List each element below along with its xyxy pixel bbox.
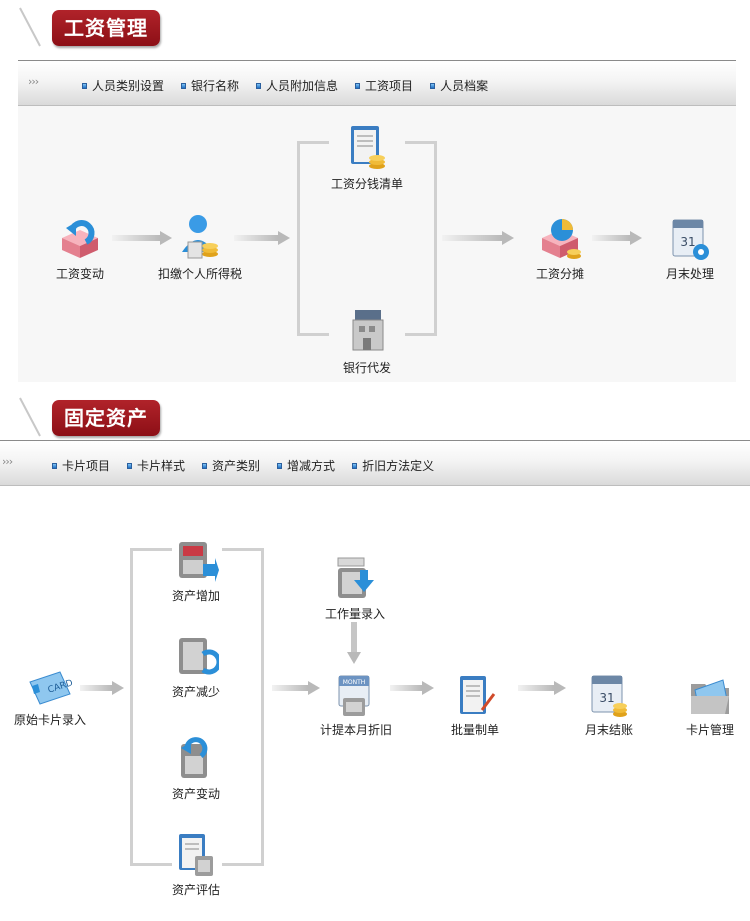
assets-menubar: ››› 卡片项目 卡片样式 资产类别 增减方式 折旧方法定义 (0, 440, 750, 486)
menu-item-card-style[interactable]: 卡片样式 (127, 457, 185, 474)
menu-item-person-archive[interactable]: 人员档案 (430, 77, 488, 94)
arrow-down-icon (347, 622, 361, 664)
arrow-right-icon (234, 231, 290, 245)
arrow-right-icon (592, 231, 642, 245)
assets-bracket (130, 548, 264, 866)
bank-building-icon (352, 310, 384, 351)
calendar-cabinet-icon: MONTH (338, 675, 370, 716)
node-cash-list[interactable]: 工资分钱清单 (320, 122, 414, 192)
node-month-close[interactable]: 31 月末结账 (574, 674, 644, 738)
menu-item-salary-items[interactable]: 工资项目 (355, 77, 413, 94)
bullet-icon (52, 462, 57, 469)
menu-item-person-extra-info[interactable]: 人员附加信息 (256, 77, 338, 94)
calendar-coins-icon: 31 (591, 675, 627, 717)
svg-text:31: 31 (680, 235, 695, 249)
arrow-right-icon (390, 681, 434, 695)
menu-item-change-method[interactable]: 增减方式 (277, 457, 335, 474)
assets-menu-items: 卡片项目 卡片样式 资产类别 增减方式 折旧方法定义 (52, 457, 451, 474)
title-slash-decoration (19, 7, 41, 47)
bullet-icon (355, 82, 361, 89)
bullet-icon (430, 82, 436, 89)
node-asset-change[interactable]: 资产变动 (160, 736, 232, 802)
arrow-right-icon (272, 681, 320, 695)
person-coins-icon (182, 215, 218, 259)
arrow-right-icon (518, 681, 566, 695)
bullet-icon (127, 462, 133, 469)
node-bank-issue[interactable]: 银行代发 (330, 308, 404, 376)
node-income-tax[interactable]: 扣缴个人所得税 (150, 212, 250, 282)
card-icon: CARD (29, 671, 74, 705)
svg-text:31: 31 (599, 691, 614, 705)
node-asset-decrease[interactable]: 资产减少 (160, 634, 232, 700)
bullet-icon (256, 82, 262, 89)
salary-section-title: 工资管理 (14, 4, 214, 48)
salary-menubar: ››› 人员类别设置 银行名称 人员附加信息 工资项目 人员档案 (18, 60, 736, 106)
bullet-icon (352, 462, 358, 469)
title-slash-decoration (19, 397, 41, 437)
cabinet-down-icon (337, 557, 374, 598)
document-pen-icon (460, 676, 496, 714)
cabinet-out-icon (179, 638, 219, 675)
node-month-end[interactable]: 31 月末处理 (652, 214, 728, 282)
bullet-icon (202, 462, 208, 469)
node-salary-allocate[interactable]: 工资分摊 (520, 214, 600, 282)
calendar-gear-icon: 31 (672, 219, 709, 260)
arrow-right-icon (80, 681, 124, 695)
clipboard-coins-icon (351, 126, 385, 169)
assets-section-title: 固定资产 (14, 394, 214, 438)
salary-bracket (297, 141, 437, 336)
bullet-icon (277, 462, 283, 469)
menu-item-person-category[interactable]: 人员类别设置 (82, 77, 164, 94)
arrow-right-icon (112, 231, 172, 245)
salary-title: 工资管理 (52, 10, 160, 46)
node-monthly-depreciation[interactable]: MONTH 计提本月折旧 (312, 674, 400, 738)
folder-card-icon (691, 679, 729, 714)
assets-title: 固定资产 (52, 400, 160, 436)
chevron-right-icon: ››› (2, 455, 13, 468)
menu-item-depreciation-method[interactable]: 折旧方法定义 (352, 457, 434, 474)
node-original-card[interactable]: CARD 原始卡片录入 (8, 668, 92, 728)
cabinet-in-icon (179, 542, 219, 582)
node-card-management[interactable]: 卡片管理 (676, 674, 744, 738)
clipboard-cabinet-icon (179, 834, 213, 876)
pink-box-pie-icon (542, 219, 581, 259)
node-batch-voucher[interactable]: 批量制单 (440, 674, 510, 738)
cabinet-refresh-icon (181, 737, 208, 778)
menu-item-bank-name[interactable]: 银行名称 (181, 77, 239, 94)
svg-text:MONTH: MONTH (343, 679, 366, 686)
chevron-right-icon: ››› (28, 75, 39, 88)
bullet-icon (82, 82, 87, 89)
pink-box-refresh-icon (62, 220, 98, 258)
bullet-icon (181, 82, 187, 89)
node-asset-evaluate[interactable]: 资产评估 (160, 832, 232, 898)
salary-menu-items: 人员类别设置 银行名称 人员附加信息 工资项目 人员档案 (82, 77, 505, 94)
node-salary-change[interactable]: 工资变动 (40, 216, 120, 282)
node-workload-entry[interactable]: 工作量录入 (318, 556, 392, 622)
arrow-right-icon (442, 231, 514, 245)
node-asset-increase[interactable]: 资产增加 (160, 538, 232, 604)
menu-item-asset-category[interactable]: 资产类别 (202, 457, 260, 474)
menu-item-card-items[interactable]: 卡片项目 (52, 457, 110, 474)
